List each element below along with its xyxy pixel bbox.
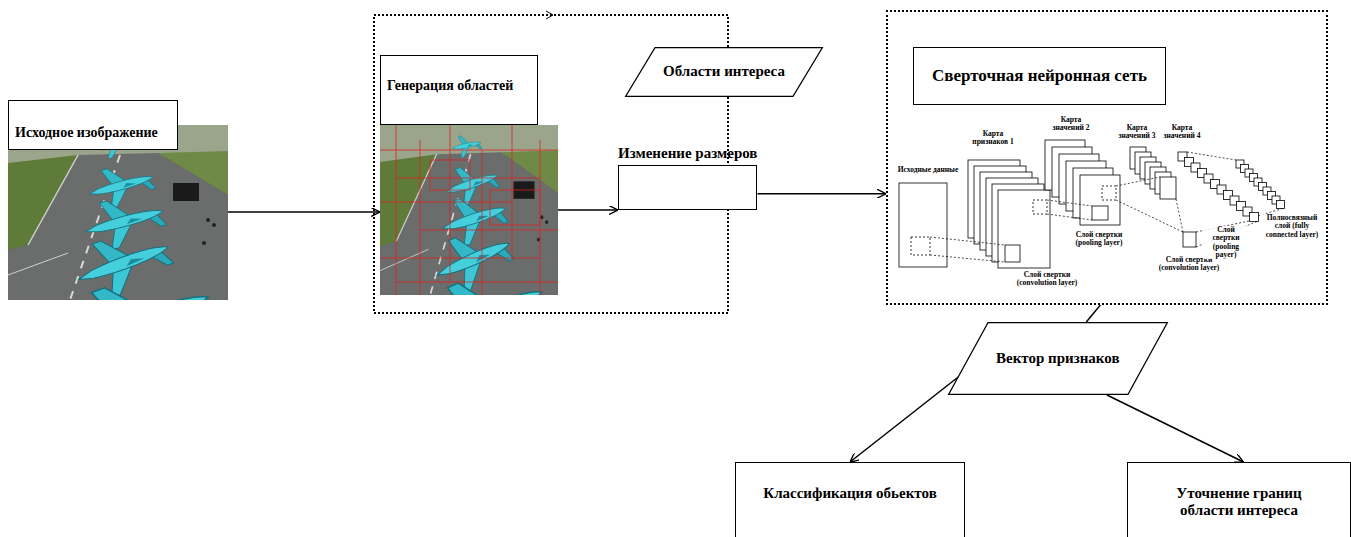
node-text: Вектор признаков — [948, 350, 1168, 367]
diagram-label: Карта значений 4 — [1160, 124, 1204, 141]
parallelogram-shape — [949, 323, 1168, 395]
label-holder: Исходные данные — [893, 166, 963, 174]
label-holder: Полносвязный слой (fully connected layer… — [1260, 214, 1324, 239]
node-text: Уточнение границ области интереса — [1162, 485, 1316, 520]
data-parallelogram: Вектор признаков — [948, 322, 1168, 395]
diagram-label: Исходные данные — [893, 166, 963, 174]
label-holder: Слой свертки (pooling layer) — [1073, 231, 1125, 248]
data-parallelogram: Области интереса — [625, 47, 823, 97]
node-text: Изменение размеров — [618, 145, 757, 162]
region-grid — [380, 125, 558, 295]
diagram-label: Слой свертки (convolution layer) — [1016, 271, 1078, 288]
flow-arrow — [228, 211, 380, 213]
label-holder: Слой свертки (convolution layer) — [1016, 271, 1078, 288]
label-holder: Карта значений 3 — [1116, 124, 1158, 141]
label-holder: Карта признаков 1 — [966, 130, 1020, 147]
node-text: Области интереса — [625, 63, 823, 80]
process-box: Изменение размеров — [618, 145, 757, 210]
process-rectangle — [618, 165, 757, 210]
node-text: Исходное изображение — [8, 100, 178, 150]
node-text: Генерация областей — [380, 55, 538, 125]
diagram-label: Полносвязный слой (fully connected layer… — [1260, 214, 1324, 239]
flow-arrow — [1107, 395, 1244, 462]
flow-arrow — [1086, 305, 1100, 322]
diagram-label: Слой свертки (pooling layer) — [1073, 231, 1125, 248]
diagram-label: Карта значений 3 — [1116, 124, 1158, 141]
diagram-label: Карта значений 2 — [1048, 116, 1094, 133]
process-box: Классификация обьектов — [735, 462, 965, 537]
image-caption-box: Генерация областей — [380, 55, 558, 295]
source-photo — [8, 125, 228, 300]
network-frame: Сверточная нейронная сеть — [886, 10, 1328, 305]
cnn-dashed-links — [930, 152, 1284, 262]
flow-arrow — [850, 377, 959, 462]
frame-tick — [546, 11, 553, 19]
flow-arrow — [757, 193, 886, 195]
cnn-illustration — [899, 140, 1285, 268]
diagram-label: Карта признаков 1 — [966, 130, 1020, 147]
flow-arrow — [558, 209, 618, 211]
node-text: Сверточная нейронная сеть — [913, 47, 1166, 105]
image-caption-box: Исходное изображение — [8, 100, 228, 300]
parallelogram-shape — [626, 48, 823, 97]
node-text: Классификация обьектов — [750, 485, 950, 502]
label-holder: Слой свертки (pooling payer) — [1203, 226, 1249, 259]
diagram-label: Слой свертки (pooling payer) — [1203, 226, 1249, 259]
process-box: Уточнение границ области интереса — [1127, 462, 1351, 537]
regions-photo — [380, 125, 558, 295]
label-holder: Карта значений 4 — [1160, 124, 1204, 141]
label-holder: Карта значений 2 — [1048, 116, 1094, 133]
